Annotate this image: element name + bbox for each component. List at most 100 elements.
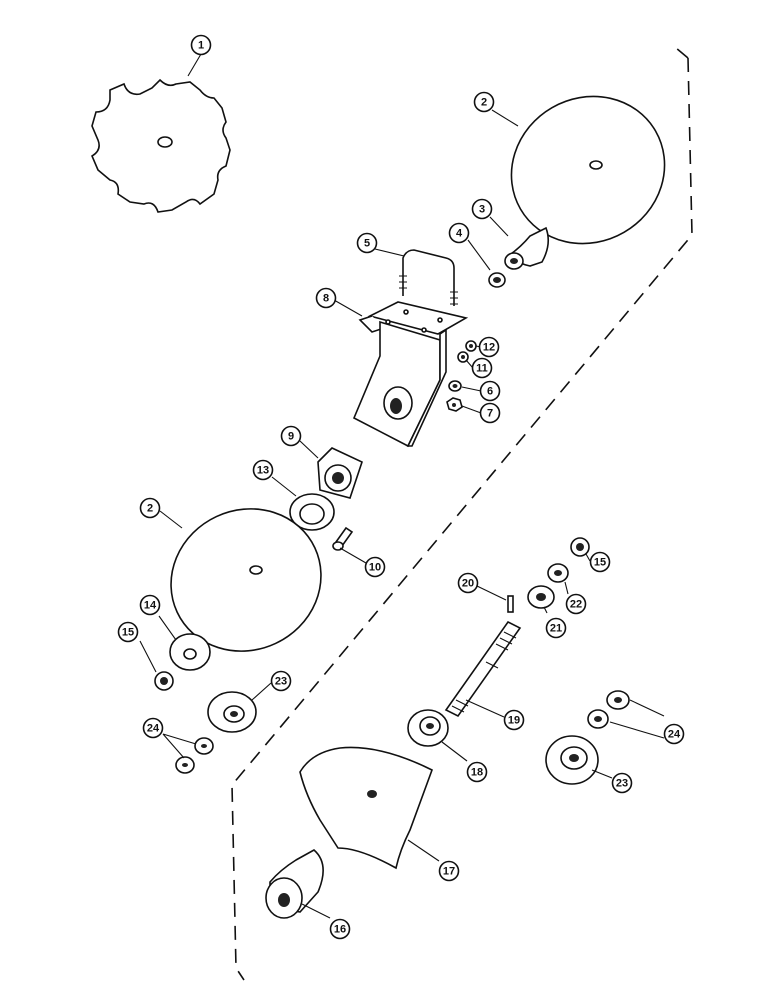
callout-11-c11: 11 xyxy=(471,357,493,379)
callout-number: 10 xyxy=(369,562,381,574)
leader-lines xyxy=(139,53,665,919)
callout-circle xyxy=(503,709,525,731)
bell-washer-part-23-right xyxy=(545,735,599,785)
callout-circle xyxy=(471,198,493,220)
callout-number: 24 xyxy=(668,729,681,741)
assembly-boundary-dashed-line xyxy=(231,57,693,981)
cup-part-13 xyxy=(289,493,335,531)
callout-9-c9: 9 xyxy=(280,425,302,447)
callout-number: 12 xyxy=(483,342,495,354)
callout-circle xyxy=(280,425,302,447)
callout-circle xyxy=(589,551,611,573)
cotter-pin-part-20 xyxy=(507,595,514,613)
washer-part-21 xyxy=(527,585,555,609)
callout-number: 22 xyxy=(570,599,582,611)
callout-2-c2a: 2 xyxy=(473,91,495,113)
callout-12-c12: 12 xyxy=(478,336,500,358)
callout-circle xyxy=(478,336,500,358)
lock-washer-part-6 xyxy=(448,380,462,392)
spool-part-3 xyxy=(504,226,550,270)
callout-number: 14 xyxy=(144,600,157,612)
callout-number: 9 xyxy=(288,431,294,443)
scraper-blade-part-17 xyxy=(299,746,433,870)
callout-circle xyxy=(139,594,161,616)
callout-15-c15b: 15 xyxy=(117,621,139,643)
washer-part-22 xyxy=(547,563,569,583)
callout-number: 17 xyxy=(443,866,455,878)
callout-circle xyxy=(448,222,470,244)
callout-number: 5 xyxy=(364,238,370,250)
callout-circle xyxy=(139,497,161,519)
callout-number: 15 xyxy=(122,627,134,639)
callout-10-c10: 10 xyxy=(364,556,386,578)
callout-22-c22: 22 xyxy=(565,593,587,615)
callout-circle xyxy=(270,670,292,692)
washers-part-24-right xyxy=(587,690,630,729)
callout-23-c23b: 23 xyxy=(611,772,633,794)
callout-number: 7 xyxy=(487,408,493,420)
callout-circle xyxy=(252,459,274,481)
bell-washer-part-23-left xyxy=(207,691,257,733)
washers-part-24-left xyxy=(175,737,214,774)
callout-1-c1: 1 xyxy=(190,34,212,56)
callout-circle xyxy=(117,621,139,643)
castle-nut-part-15-left xyxy=(154,671,174,691)
callout-number: 4 xyxy=(456,228,463,240)
callout-number: 11 xyxy=(476,363,488,375)
flange-bearing-part-9 xyxy=(317,447,363,499)
callout-number: 24 xyxy=(147,723,160,735)
callout-circle xyxy=(663,723,685,745)
callout-circle xyxy=(457,572,479,594)
callout-number: 15 xyxy=(594,557,606,569)
u-bolt-part-5 xyxy=(399,249,458,306)
notched-disc-blade-part xyxy=(90,78,231,213)
assembly-boundary-top-segment xyxy=(675,47,689,59)
spacer-part-14 xyxy=(169,633,211,671)
callout-13-c13: 13 xyxy=(252,459,274,481)
callout-number: 13 xyxy=(257,465,269,477)
callout-number: 19 xyxy=(508,715,520,727)
callout-23-c23a: 23 xyxy=(270,670,292,692)
flanged-spool-part-18 xyxy=(407,709,449,747)
plain-disc-upper-part xyxy=(510,95,666,245)
callout-circle xyxy=(479,402,501,424)
callout-15-c15a: 15 xyxy=(589,551,611,573)
spool-part-16 xyxy=(265,849,324,919)
callout-5-c5: 5 xyxy=(356,232,378,254)
callout-number: 6 xyxy=(487,386,493,398)
bolt-part-10 xyxy=(332,526,354,551)
callout-circle xyxy=(545,617,567,639)
callout-6-c6: 6 xyxy=(479,380,501,402)
callout-number: 1 xyxy=(198,40,204,52)
callout-2-c2b: 2 xyxy=(139,497,161,519)
callout-number: 23 xyxy=(616,778,628,790)
callout-circle xyxy=(315,287,337,309)
callout-circle xyxy=(329,918,351,940)
nut-part-12 xyxy=(465,340,477,352)
callout-16-c16: 16 xyxy=(329,918,351,940)
callout-circle xyxy=(356,232,378,254)
callout-number: 2 xyxy=(147,503,153,515)
hex-nut-part-7 xyxy=(446,397,463,412)
callout-18-c18: 18 xyxy=(466,761,488,783)
washer-part-11 xyxy=(457,351,469,363)
callout-circle xyxy=(364,556,386,578)
callout-20-c20: 20 xyxy=(457,572,479,594)
callout-8-c8: 8 xyxy=(315,287,337,309)
callout-number: 20 xyxy=(462,578,474,590)
callout-number: 16 xyxy=(334,924,346,936)
callout-3-c3: 3 xyxy=(471,198,493,220)
shaft-part-19 xyxy=(444,620,522,718)
callout-circle xyxy=(466,761,488,783)
callout-number: 21 xyxy=(550,623,562,635)
callout-19-c19: 19 xyxy=(503,709,525,731)
castle-nut-part-15-right xyxy=(570,537,590,557)
callout-circle xyxy=(190,34,212,56)
callout-circle xyxy=(479,380,501,402)
callout-number: 3 xyxy=(479,204,485,216)
bushing-part-4 xyxy=(488,272,506,288)
callout-number: 18 xyxy=(471,767,483,779)
